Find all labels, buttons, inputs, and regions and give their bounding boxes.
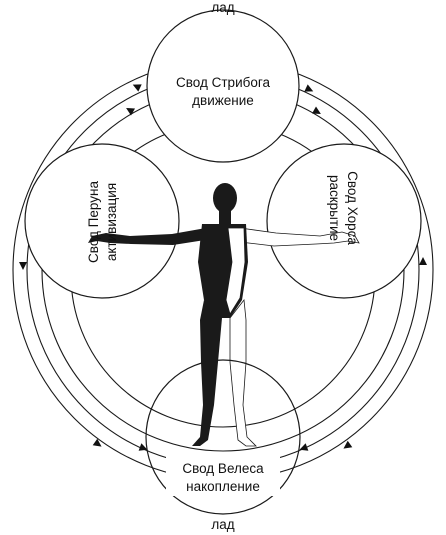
- khors-title: Свод Хорса: [345, 171, 360, 245]
- arrow-icon: [343, 440, 353, 449]
- node-circles: [24, 9, 422, 299]
- arrow-icon: [312, 106, 321, 114]
- stribog-subtitle: движение: [192, 93, 254, 108]
- node-circle-veles: [145, 359, 301, 515]
- lad-bottom-label: лад: [211, 517, 234, 532]
- arrow-icon: [419, 257, 427, 265]
- veles-title: Свод Велеса: [182, 461, 264, 476]
- arrow-icon: [19, 262, 27, 270]
- veles-label-backdrop: [166, 456, 280, 496]
- node-circle-khors: [266, 143, 422, 299]
- khors-label: Свод Хорса раскрытие: [327, 171, 360, 245]
- veles-subtitle: накопление: [186, 479, 260, 494]
- arrow-icon: [299, 443, 309, 451]
- khors-subtitle: раскрытие: [327, 175, 342, 241]
- arrow-icon: [138, 443, 148, 451]
- arrow-icon: [132, 84, 142, 92]
- perun-title: Свод Перуна: [86, 181, 101, 263]
- arrow-icon: [304, 84, 314, 92]
- perun-subtitle: активизация: [104, 183, 119, 261]
- node-circle-perun: [24, 143, 180, 299]
- node-circle-stribog: [146, 9, 300, 163]
- stribog-title: Свод Стрибога: [176, 75, 270, 90]
- arrow-icon: [126, 108, 135, 116]
- arrow-icon: [92, 438, 102, 447]
- human-figure-illustration: [88, 183, 360, 447]
- orbit-arrows: [19, 84, 427, 451]
- lad-top-label: лад: [211, 0, 234, 15]
- perun-label: Свод Перуна активизация: [86, 181, 119, 263]
